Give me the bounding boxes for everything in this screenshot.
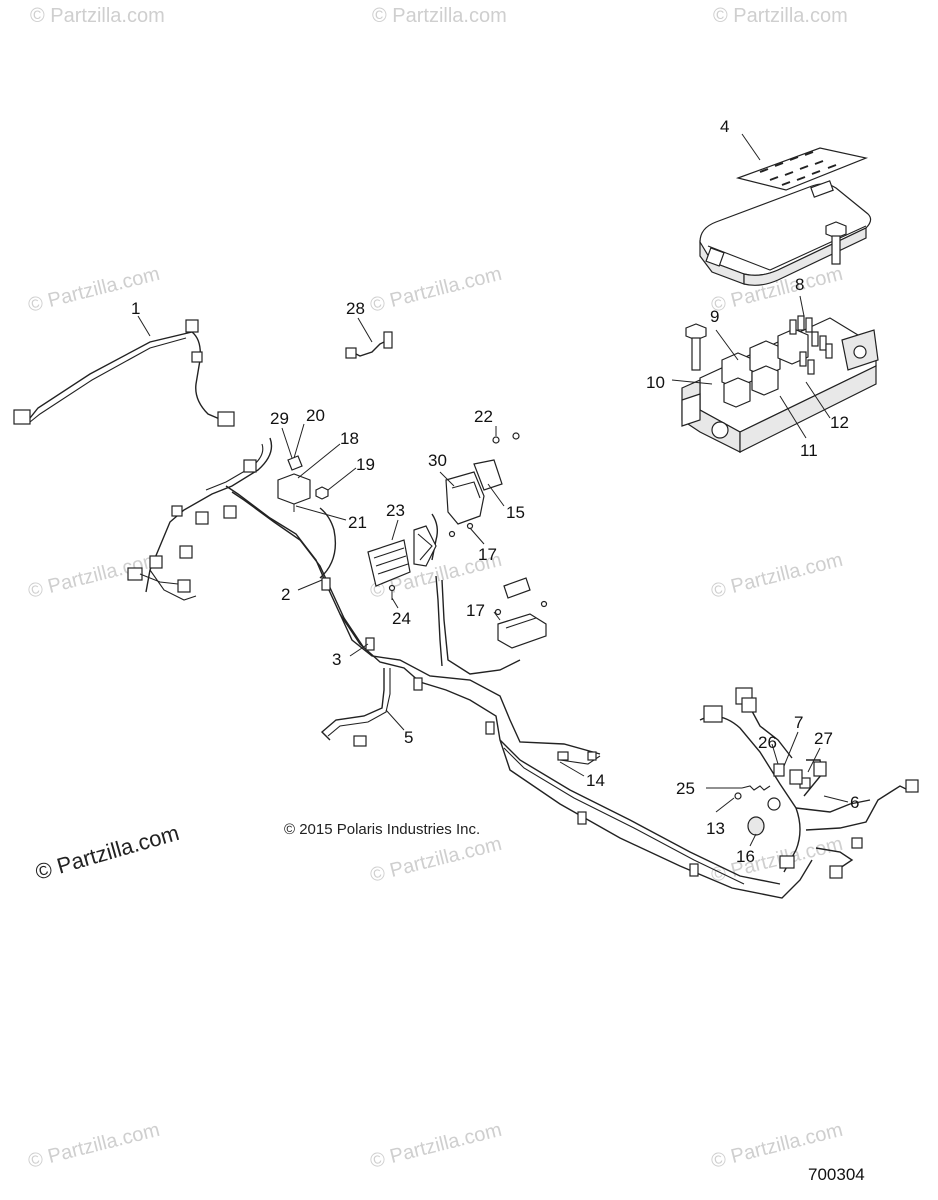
watermark: © Partzilla.com xyxy=(709,833,845,887)
main-wiring-harness xyxy=(13,319,919,899)
callout-15: 15 xyxy=(506,503,525,522)
callout-12: 12 xyxy=(830,413,849,432)
callout-26: 26 xyxy=(758,733,777,752)
callout-8: 8 xyxy=(795,275,804,294)
callout-18: 18 xyxy=(340,429,359,448)
callout-13: 13 xyxy=(706,819,725,838)
watermark: © Partzilla.com xyxy=(368,1119,504,1173)
small-parts xyxy=(277,331,827,836)
watermark: © Partzilla.com xyxy=(368,833,504,887)
callout-30: 30 xyxy=(428,451,447,470)
copyright-text: © 2015 Polaris Industries Inc. xyxy=(284,821,480,838)
callout-20: 20 xyxy=(306,406,325,425)
callout-3: 3 xyxy=(332,650,341,669)
watermark: © Partzilla.com xyxy=(713,5,848,27)
callout-labels: 1 2 3 4 5 6 7 8 9 10 11 12 13 14 15 16 1… xyxy=(131,117,859,866)
callout-25: 25 xyxy=(676,779,695,798)
leader-lines xyxy=(137,133,849,847)
callout-28: 28 xyxy=(346,299,365,318)
watermark: © Partzilla.com xyxy=(709,549,845,603)
callout-6: 6 xyxy=(850,793,859,812)
watermark: © Partzilla.com xyxy=(26,1119,162,1173)
callout-14: 14 xyxy=(586,771,605,790)
watermark: © Partzilla.com xyxy=(372,5,507,27)
watermark-large: © Partzilla.com xyxy=(32,820,181,885)
callout-9: 9 xyxy=(710,307,719,326)
callout-5: 5 xyxy=(404,728,413,747)
callout-1: 1 xyxy=(131,299,140,318)
callout-24: 24 xyxy=(392,609,411,628)
callout-10: 10 xyxy=(646,373,665,392)
watermark: © Partzilla.com xyxy=(368,263,504,317)
callout-17: 17 xyxy=(466,601,485,620)
callout-4: 4 xyxy=(720,117,729,136)
diagram-code: 700304 xyxy=(808,1165,865,1184)
callout-2: 2 xyxy=(281,585,290,604)
callout-22: 22 xyxy=(474,407,493,426)
fuse-box-assembly xyxy=(681,147,879,453)
callout-16: 16 xyxy=(736,847,755,866)
callout-29: 29 xyxy=(270,409,289,428)
callout-21: 21 xyxy=(348,513,367,532)
callout-17: 17 xyxy=(478,545,497,564)
callout-27: 27 xyxy=(814,729,833,748)
watermark: © Partzilla.com xyxy=(30,5,165,27)
watermark: © Partzilla.com xyxy=(26,263,162,317)
callout-11: 11 xyxy=(800,441,818,460)
callout-7: 7 xyxy=(794,713,803,732)
callout-23: 23 xyxy=(386,501,405,520)
callout-19: 19 xyxy=(356,455,375,474)
